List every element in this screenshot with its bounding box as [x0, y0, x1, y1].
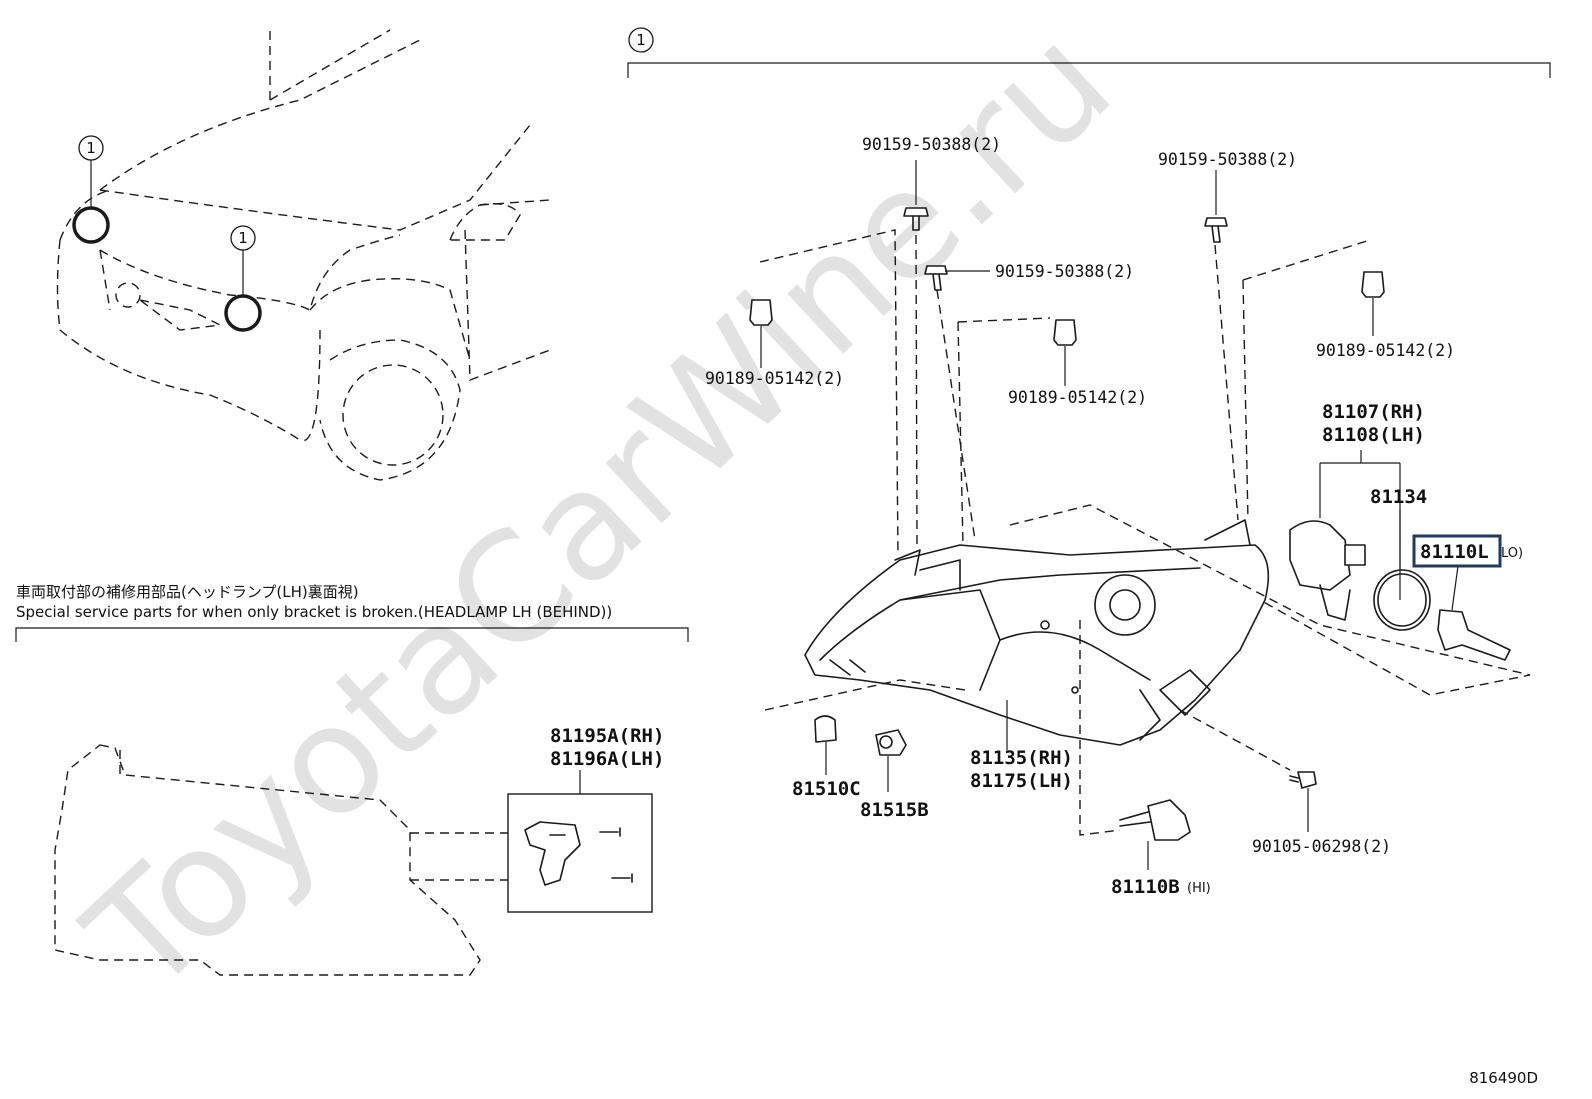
screw-90159-mid [924, 265, 990, 291]
bolt-90105 [1289, 771, 1317, 832]
bulb-81510C [814, 715, 837, 775]
part-label-81110B-suffix: (HI) [1187, 881, 1211, 896]
diagram-code: 816490D [1469, 1069, 1538, 1087]
part-label-81110L: 81110L [1420, 541, 1489, 563]
bulb-81110B [1119, 799, 1191, 870]
headlamp-unit [804, 519, 1270, 746]
socket-81515B [875, 729, 907, 792]
part-label-90105: 90105-06298(2) [1252, 837, 1391, 856]
service-note-english: Special service parts for when only brac… [16, 603, 612, 621]
part-label-81196A: 81196A(LH) [550, 748, 664, 770]
part-label-81135: 81135(RH) [970, 747, 1073, 769]
part-label-90189-left: 90189-05142(2) [705, 369, 844, 388]
service-note-bracket-line [15, 627, 689, 642]
part-label-90159-top: 90159-50388(2) [862, 135, 1001, 154]
bracket-box [507, 770, 653, 913]
part-label-81110L-suffix: LO) [1501, 546, 1523, 561]
leader-lines [410, 229, 1531, 881]
screw-90159-top [903, 160, 929, 231]
part-label-81175: 81175(LH) [970, 770, 1073, 792]
part-label-81107: 81107(RH) [1322, 401, 1425, 423]
car-callout-1-right: 1 [230, 225, 256, 251]
part-label-90189-mid: 90189-05142(2) [1008, 388, 1147, 407]
clip-90189-left [749, 299, 773, 368]
part-label-81515B: 81515B [860, 799, 929, 821]
part-label-81510C: 81510C [792, 778, 861, 800]
part-label-81195A: 81195A(RH) [550, 725, 664, 747]
screw-90159-right [1204, 170, 1228, 243]
part-label-90159-right: 90159-50388(2) [1158, 150, 1297, 169]
car-callout-1-left: 1 [78, 135, 104, 161]
callout-label: 1 [636, 31, 646, 49]
socket-81107 [1289, 450, 1401, 621]
bulb-81110L [1437, 565, 1511, 661]
part-label-81108: 81108(LH) [1322, 424, 1425, 446]
part-label-81134: 81134 [1370, 486, 1427, 508]
assembly-bracket-line [627, 62, 1551, 78]
callout-label: 1 [86, 139, 96, 157]
callout-label: 1 [238, 229, 248, 247]
bracket-81195A [524, 821, 633, 886]
headlamp-behind-outline [54, 744, 481, 976]
part-label-81110B: 81110B [1111, 876, 1180, 898]
clip-90189-mid [1053, 319, 1077, 386]
service-note-japanese: 車両取付部の補修用部品(ヘッドランプ(LH)裏面視) [16, 583, 359, 601]
highlighted-part-81110L[interactable]: 81110L [1412, 534, 1502, 568]
assembly-callout-1: 1 [628, 27, 654, 53]
part-label-90159-mid: 90159-50388(2) [995, 262, 1134, 281]
clip-90189-right [1361, 271, 1385, 336]
part-label-90189-right: 90189-05142(2) [1316, 341, 1455, 360]
car-front-view [56, 29, 551, 481]
ring-81134 [1373, 510, 1431, 631]
